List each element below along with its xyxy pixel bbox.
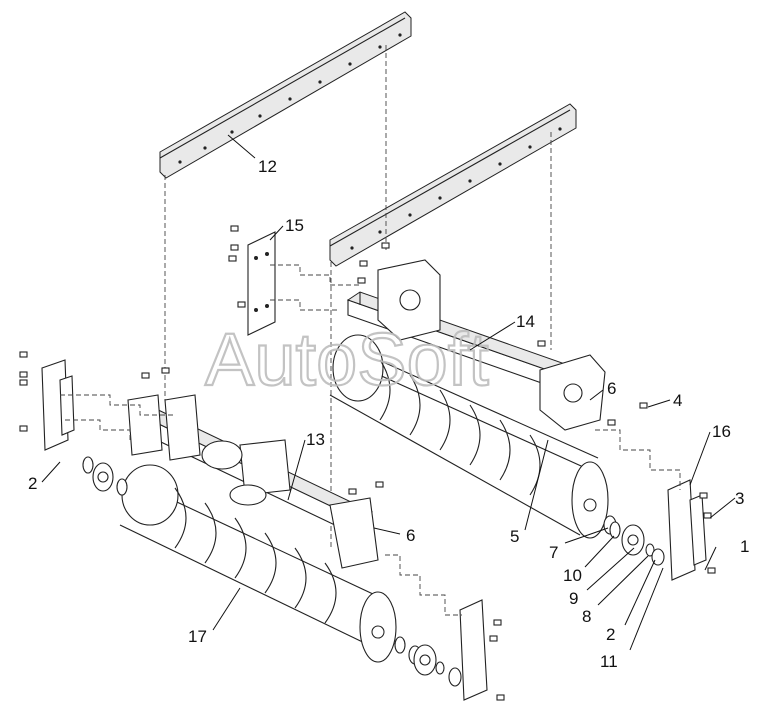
callout-6-upper: 6 xyxy=(607,379,616,398)
callout-2-left: 2 xyxy=(28,474,37,493)
lower-roller-17 xyxy=(119,464,397,663)
projection-lines xyxy=(60,264,681,616)
bracket-15-plate xyxy=(247,231,276,336)
mounting-bar-12-second xyxy=(329,103,577,267)
callout-12: 12 xyxy=(258,157,277,176)
callout-5: 5 xyxy=(510,527,519,546)
lower-right-bearing-stack xyxy=(394,636,462,687)
left-side-plate xyxy=(41,359,75,451)
callout-4: 4 xyxy=(673,391,682,410)
bolts xyxy=(19,225,716,701)
callout-10: 10 xyxy=(563,566,582,585)
right-side-plate-16 xyxy=(667,479,707,581)
left-bearing-stack xyxy=(82,456,128,496)
upper-right-plate xyxy=(539,354,606,431)
lower-left-bracket xyxy=(127,394,201,461)
lower-right-bracket xyxy=(329,497,379,569)
callout-13: 13 xyxy=(306,430,325,449)
callout-7: 7 xyxy=(549,543,558,562)
upper-side-plate xyxy=(377,259,441,341)
callout-16: 16 xyxy=(712,422,731,441)
lower-right-plate xyxy=(459,599,488,701)
callout-2-right: 2 xyxy=(606,625,615,644)
leader-lines xyxy=(41,134,736,651)
callout-3: 3 xyxy=(735,489,744,508)
callouts: 1 2 2 3 4 5 6 6 7 8 9 10 11 12 13 14 15 … xyxy=(28,157,749,671)
callout-6-lower: 6 xyxy=(406,526,415,545)
lower-center-hitch xyxy=(201,439,291,506)
right-bearing-stack xyxy=(603,515,665,566)
callout-11: 11 xyxy=(600,652,618,671)
upper-roller-cage xyxy=(329,334,609,539)
callout-8: 8 xyxy=(582,607,591,626)
mounting-bar-12 xyxy=(159,11,412,179)
callout-9: 9 xyxy=(569,589,578,608)
callout-14: 14 xyxy=(516,312,535,331)
watermark-text: AutoSoft xyxy=(205,318,489,401)
callout-17: 17 xyxy=(188,627,207,646)
callout-1: 1 xyxy=(740,537,749,556)
callout-15: 15 xyxy=(285,216,304,235)
